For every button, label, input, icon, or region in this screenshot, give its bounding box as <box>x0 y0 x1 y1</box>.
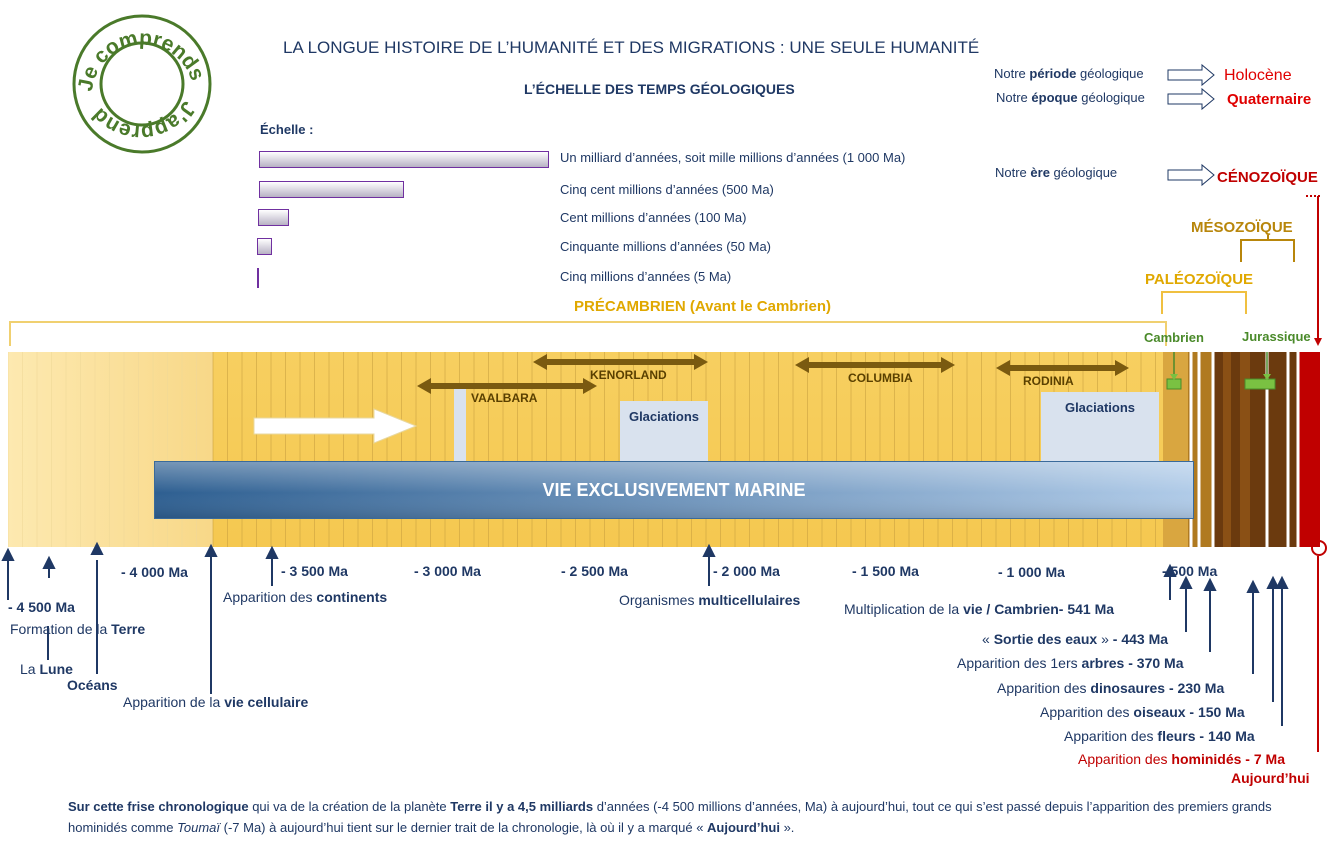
scale-bar-500 <box>259 181 404 198</box>
scale-label-5: Cinq millions d’années (5 Ma) <box>560 269 732 284</box>
up-arrow-icon <box>1266 575 1280 589</box>
tick-2000: - 2 000 Ma <box>713 563 780 579</box>
scale-bar-100 <box>258 209 289 226</box>
up-arrow-icon <box>204 543 218 557</box>
event-hominides: Apparition des hominidés - 7 Ma <box>1078 751 1285 767</box>
event-arrows <box>1 541 1319 752</box>
event-arbres: Apparition des 1ers arbres - 370 Ma <box>957 655 1184 671</box>
footer-paragraph: Sur cette frise chronologique qui va de … <box>68 799 1272 835</box>
kenorland-label: KENORLAND <box>590 368 667 382</box>
quaternaire-label: Quaternaire <box>1227 91 1312 108</box>
note-ere: Notre ère géologique <box>995 165 1118 180</box>
vaalbara-label: VAALBARA <box>471 391 538 405</box>
up-arrow-icon <box>1275 575 1289 589</box>
marine-life-bar: VIE EXCLUSIVEMENT MARINE <box>154 461 1194 519</box>
scale-label-500: Cinq cent millions d’années (500 Ma) <box>560 182 774 197</box>
event-fleurs: Apparition des fleurs - 140 Ma <box>1064 728 1255 744</box>
event-formation-terre: Formation de la Terre <box>10 621 146 637</box>
mesozoique-label: MÉSOZOÏQUE <box>1191 219 1293 236</box>
tick-1000: - 1 000 Ma <box>998 564 1065 580</box>
up-arrow-icon <box>1203 577 1217 591</box>
tick-1500: - 1 500 Ma <box>852 563 919 579</box>
note-epoque: Notre époque géologique <box>996 90 1145 105</box>
logo: Je comprends J'apprends <box>64 0 215 157</box>
marine-life-label: VIE EXCLUSIVEMENT MARINE <box>542 479 806 500</box>
supercontinent-arrows <box>417 354 1129 394</box>
up-arrow-icon <box>90 541 104 555</box>
rodinia-label: RODINIA <box>1023 374 1074 388</box>
columbia-label: COLUMBIA <box>848 371 913 385</box>
precambrien-label: PRÉCAMBRIEN (Avant le Cambrien) <box>574 298 831 315</box>
event-oiseaux: Apparition des oiseaux - 150 Ma <box>1040 704 1245 720</box>
glaciation-label: Glaciations <box>628 409 700 424</box>
up-arrow-icon <box>1179 575 1193 589</box>
double-arrow-icon <box>417 378 597 394</box>
event-sortie-eaux: « Sortie des eaux » - 443 Ma <box>982 631 1169 647</box>
note-arrow-icon <box>1167 163 1215 187</box>
up-arrow-icon <box>1 547 15 561</box>
direction-arrow-icon <box>253 408 418 444</box>
event-continents: Apparition des continents <box>223 589 388 605</box>
up-arrow-icon <box>265 545 279 559</box>
scale-label-1000: Un milliard d’années, soit mille million… <box>560 150 906 165</box>
page-title: LA LONGUE HISTOIRE DE L’HUMANITÉ ET DES … <box>283 38 980 57</box>
event-oceans: Océans <box>67 677 118 693</box>
tick-4000: - 4 000 Ma <box>121 564 188 580</box>
tick-3000: - 3 000 Ma <box>414 563 481 579</box>
glaciation-small <box>454 389 466 461</box>
double-arrow-icon <box>533 354 708 370</box>
up-arrow-icon <box>42 555 56 569</box>
up-arrow-icon <box>702 543 716 557</box>
scale-label-50: Cinquante millions d’années (50 Ma) <box>560 239 772 254</box>
tick-500: - 500 Ma <box>1162 563 1218 579</box>
glaciation-box-2: Glaciations <box>1041 392 1159 461</box>
tick-2500: - 2 500 Ma <box>561 563 628 579</box>
page-subtitle: L’ÉCHELLE DES TEMPS GÉOLOGIQUES <box>524 81 795 97</box>
scale-bar-50 <box>257 238 272 255</box>
scale-bar-1000 <box>259 151 549 168</box>
event-aujourdhui: Aujourd’hui <box>1231 770 1310 786</box>
today-marker-icon <box>1311 540 1327 556</box>
up-arrow-icon <box>1246 579 1260 593</box>
glaciation-label: Glaciations <box>1064 400 1136 415</box>
note-arrows <box>1167 63 1215 187</box>
event-multicellulaires: Organismes multicellulaires <box>619 592 801 608</box>
paleozoique-label: PALÉOZOÏQUE <box>1145 271 1254 288</box>
glaciation-box-1: Glaciations <box>620 401 708 461</box>
note-arrow-icon <box>1167 87 1215 111</box>
scale-label-100: Cent millions d’années (100 Ma) <box>560 210 747 225</box>
note-arrow-icon <box>1167 63 1215 87</box>
jurassique-label: Jurassique <box>1242 329 1311 344</box>
event-lune: La Lune <box>20 661 73 677</box>
tick-4500: - 4 500 Ma <box>8 599 75 615</box>
scale-bar-5 <box>257 268 259 288</box>
up-arrow-icon <box>1163 563 1177 577</box>
era-brackets <box>9 195 1322 346</box>
double-arrow-icon <box>996 360 1129 376</box>
scale-heading: Échelle : <box>260 122 314 137</box>
double-arrow-icon <box>795 357 955 373</box>
event-cambrien: Multiplication de la vie / Cambrien- 541… <box>844 601 1115 617</box>
holocene-label: Holocène <box>1224 67 1292 84</box>
cenozoique-label: CÉNOZOÏQUE <box>1217 169 1318 186</box>
note-periode: Notre période géologique <box>994 66 1144 81</box>
event-vie-cellulaire: Apparition de la vie cellulaire <box>123 694 309 710</box>
cambrien-label: Cambrien <box>1144 330 1204 345</box>
tick-3500: - 3 500 Ma <box>281 563 348 579</box>
event-dinosaures: Apparition des dinosaures - 230 Ma <box>997 680 1225 696</box>
